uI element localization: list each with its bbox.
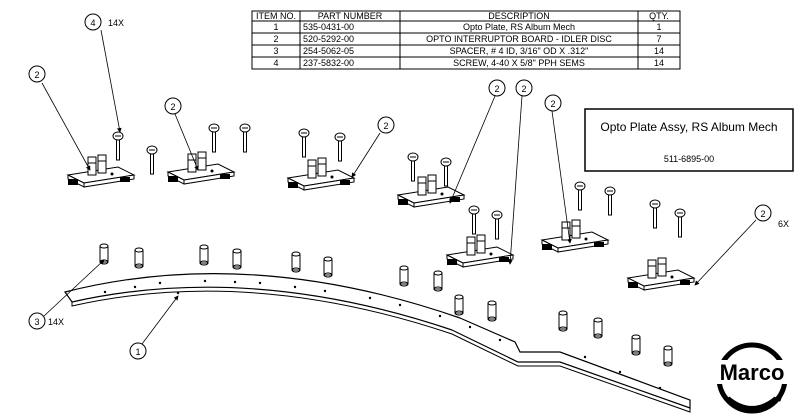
callout-item-number: 2 — [34, 70, 39, 80]
assembly-part-number: 511-6895-00 — [664, 154, 714, 164]
bom-table: ITEM NO. PART NUMBER DESCRIPTION QTY. 1 … — [251, 10, 681, 70]
callout-balloon: 4 14X — [84, 13, 124, 31]
callout-balloon: 2 — [377, 116, 395, 134]
opto-board — [541, 181, 616, 253]
bom-row-item: 3 — [273, 46, 278, 56]
leader-lines — [41, 29, 757, 345]
callout-balloon: 2 — [488, 79, 506, 97]
callout-item-number: 1 — [135, 347, 140, 357]
callout-balloon: 2 — [544, 94, 562, 112]
callout-item-number: 2 — [494, 84, 499, 94]
opto-board — [287, 128, 355, 191]
callout-balloon: 2 — [164, 97, 182, 115]
bom-row-desc: Opto Plate, RS Album Mech — [463, 22, 575, 32]
bom-row-item: 2 — [273, 34, 278, 44]
callout-item-number: 4 — [90, 18, 95, 28]
callout-balloon: 1 — [129, 342, 147, 360]
callout-balloon: 2 — [28, 65, 46, 83]
bom-row-part: 520-5292-00 — [303, 34, 354, 44]
marco-logo-text: Marco — [720, 360, 785, 385]
bom-row-part: 237-5832-00 — [303, 58, 354, 68]
bom-row-item: 1 — [273, 22, 278, 32]
callout-item-number: 2 — [550, 99, 555, 109]
callout-item-number: 2 — [521, 84, 526, 94]
bom-header-qty: QTY. — [649, 11, 669, 21]
marco-logo: Marco — [708, 342, 796, 414]
title-box: Opto Plate Assy, RS Album Mech 511-6895-… — [584, 108, 794, 172]
bom-row-qty: 14 — [654, 58, 664, 68]
callout-item-number: 2 — [760, 209, 765, 219]
callout-item-number: 3 — [34, 317, 39, 327]
bom-row-qty: 14 — [654, 46, 664, 56]
bom-row-desc: SCREW, 4-40 X 5/8" PPH SEMS — [453, 58, 585, 68]
bom-row-desc: SPACER, # 4 ID, 3/16" OD X .312" — [450, 46, 589, 56]
opto-plate — [64, 273, 691, 413]
bom-header-part: PART NUMBER — [318, 11, 383, 21]
opto-board — [67, 131, 158, 188]
bom-row-desc: OPTO INTERRUPTOR BOARD - IDLER DISC — [426, 34, 612, 44]
callout-quantity: 14X — [48, 317, 64, 327]
bom-row-qty: 1 — [656, 22, 661, 32]
assembly-title: Opto Plate Assy, RS Album Mech — [600, 120, 777, 134]
callout-balloon: 2 — [515, 79, 533, 97]
bom-row-part: 535-0431-00 — [303, 22, 354, 32]
callout-quantity: 6X — [778, 219, 789, 229]
opto-board — [446, 205, 514, 268]
bom-row-qty: 7 — [656, 34, 661, 44]
callout-quantity: 14X — [108, 18, 124, 28]
opto-board — [167, 123, 251, 185]
bom-header-desc: DESCRIPTION — [488, 11, 550, 21]
bom-header-item: ITEM NO. — [256, 11, 296, 21]
callout-balloon: 2 6X — [754, 204, 789, 229]
callout-item-number: 2 — [383, 121, 388, 131]
opto-board — [627, 199, 695, 291]
bom-row-part: 254-5062-05 — [303, 46, 354, 56]
bom-row-item: 4 — [273, 58, 278, 68]
callout-item-number: 2 — [170, 102, 175, 112]
callout-balloon: 3 14X — [28, 312, 64, 330]
opto-board — [397, 152, 465, 208]
